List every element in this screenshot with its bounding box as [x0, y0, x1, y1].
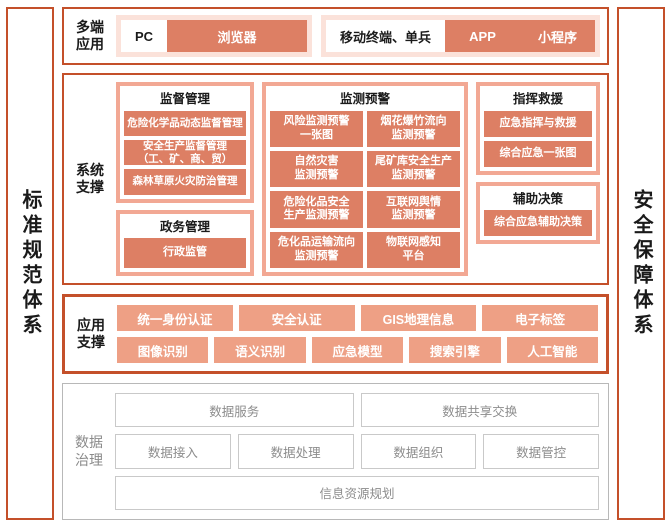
panel-supervision-management: 监督管理 危险化学品动态监督管理 安全生产监督管理（工、矿、商、贸） 森林草原火… [116, 82, 254, 203]
tile-administrative-supervision[interactable]: 行政监管 [124, 238, 246, 268]
tile-iot-sensing-platform[interactable]: 物联网感知平台 [367, 231, 460, 268]
terminal-pc-label: PC [135, 28, 154, 44]
app-support-row-1: 统一身份认证 安全认证 GIS地理信息 电子标签 [117, 305, 598, 331]
panel-auxiliary-decision: 辅助决策 综合应急辅助决策 [476, 181, 600, 244]
data-row-3: 信息资源规划 [115, 475, 599, 510]
panel-title-command-rescue: 指挥救援 [512, 92, 563, 106]
layer-label-application-support: 应用支撑 [77, 316, 105, 351]
tile-risk-monitoring-map[interactable]: 风险监测预警一张图 [270, 110, 363, 147]
tile-comprehensive-emergency-decision[interactable]: 综合应急辅助决策 [484, 210, 592, 236]
tile-forest-grassland-fire[interactable]: 森林草原火灾防治管理 [124, 169, 246, 195]
multi-terminal-body: PC 浏览器 移动终端、单兵 APP 小程序 [116, 9, 607, 63]
app-chip-gis[interactable]: GIS地理信息 [360, 305, 477, 331]
column-supervision: 监督管理 危险化学品动态监督管理 安全生产监督管理（工、矿、商、贸） 森林草原火… [116, 82, 254, 276]
tile-hazchem-dynamic-supervision[interactable]: 危险化学品动态监督管理 [124, 110, 246, 136]
data-row-1: 数据服务 数据共享交换 [115, 393, 599, 428]
data-box-data-sharing-exchange[interactable]: 数据共享交换 [360, 393, 599, 428]
app-chip-security-auth[interactable]: 安全认证 [238, 305, 355, 331]
application-support-body: 统一身份认证 安全认证 GIS地理信息 电子标签 图像识别 语义识别 应急模型 … [117, 297, 606, 371]
app-support-row-2: 图像识别 语义识别 应急模型 搜索引擎 人工智能 [117, 337, 599, 363]
tile-tailings-pond-monitoring[interactable]: 尾矿库安全生产监测预警 [367, 150, 460, 188]
terminal-chip-miniprogram[interactable]: 小程序 [520, 20, 596, 52]
panel-title-supervision: 监督管理 [159, 92, 210, 106]
app-chip-artificial-intelligence[interactable]: 人工智能 [506, 337, 599, 363]
center-stack: 多端应用 PC 浏览器 移动终端、单兵 APP 小程序 [62, 7, 609, 520]
tile-fireworks-flow-monitoring[interactable]: 烟花爆竹流向监测预警 [367, 110, 460, 147]
data-box-data-management[interactable]: 数据管控 [483, 434, 599, 469]
right-pillar-label: 安全保障体系 [630, 188, 652, 339]
panel-government-affairs: 政务管理 行政监管 [116, 209, 254, 276]
data-box-information-resource-planning[interactable]: 信息资源规划 [115, 475, 599, 510]
data-governance-body: 数据服务 数据共享交换 数据接入 数据处理 数据组织 数据管控 信息资源规划 [115, 384, 608, 519]
layer-label-multi-terminal: 多端应用 [76, 18, 104, 53]
layer-multi-terminal: 多端应用 PC 浏览器 移动终端、单兵 APP 小程序 [62, 7, 609, 65]
data-box-data-processing[interactable]: 数据处理 [237, 434, 354, 469]
tile-comprehensive-emergency-map[interactable]: 综合应急一张图 [484, 140, 592, 167]
app-chip-search-engine[interactable]: 搜索引擎 [409, 337, 501, 363]
terminal-group-mobile: 移动终端、单兵 APP 小程序 [321, 15, 600, 57]
tile-natural-disaster-monitoring[interactable]: 自然灾害监测预警 [270, 150, 363, 188]
system-support-body: 监督管理 危险化学品动态监督管理 安全生产监督管理（工、矿、商、贸） 森林草原火… [116, 75, 607, 283]
tile-hazchem-transport-monitoring[interactable]: 危化品运输流向监测预警 [270, 231, 363, 268]
app-chip-image-recognition[interactable]: 图像识别 [117, 337, 209, 363]
panel-title-auxiliary-decision: 辅助决策 [512, 191, 563, 206]
data-box-data-access[interactable]: 数据接入 [115, 434, 231, 469]
app-chip-emergency-model[interactable]: 应急模型 [311, 337, 404, 363]
layer-label-system-support: 系统支撑 [76, 161, 104, 196]
terminal-group-pc: PC 浏览器 [116, 15, 312, 57]
tile-internet-opinion-monitoring[interactable]: 互联网舆情监测预警 [367, 191, 460, 228]
data-box-data-organization[interactable]: 数据组织 [360, 434, 477, 469]
panel-title-government-affairs: 政务管理 [159, 219, 210, 234]
terminal-chip-browser[interactable]: 浏览器 [167, 20, 307, 52]
app-chip-electronic-tag[interactable]: 电子标签 [482, 305, 598, 331]
data-box-data-service[interactable]: 数据服务 [115, 393, 354, 428]
panel-monitoring-warning: 监测预警 风险监测预警一张图 烟花爆竹流向监测预警 自然灾害监测预警 尾矿库安全… [262, 82, 468, 276]
tile-safety-production-supervision[interactable]: 安全生产监督管理（工、矿、商、贸） [124, 140, 246, 166]
app-chip-unified-identity[interactable]: 统一身份认证 [117, 305, 233, 331]
column-monitoring: 监测预警 风险监测预警一张图 烟花爆竹流向监测预警 自然灾害监测预警 尾矿库安全… [262, 82, 468, 276]
column-command-decision: 指挥救援 应急指挥与救援 综合应急一张图 辅助决策 综合应急辅助决策 [476, 82, 600, 276]
layer-label-data-governance: 数据治理 [75, 434, 103, 468]
layer-data-governance: 数据治理 数据服务 数据共享交换 数据接入 数据处理 数据组织 数据管控 信息资… [62, 383, 609, 520]
layer-application-support: 应用支撑 统一身份认证 安全认证 GIS地理信息 电子标签 图像识别 语义识别 … [62, 294, 609, 374]
left-pillar-label: 标准规范体系 [19, 188, 41, 339]
data-row-2: 数据接入 数据处理 数据组织 数据管控 [115, 434, 599, 469]
terminal-chip-app[interactable]: APP [445, 20, 521, 52]
layer-system-support: 系统支撑 监督管理 危险化学品动态监督管理 安全生产监督管理（工、矿、商、贸） … [62, 73, 609, 285]
tile-hazchem-production-monitoring[interactable]: 危险化品安全生产监测预警 [270, 191, 363, 228]
terminal-mobile-label: 移动终端、单兵 [340, 29, 432, 45]
right-pillar-security-system: 安全保障体系 [617, 7, 665, 520]
panel-command-rescue: 指挥救援 应急指挥与救援 综合应急一张图 [476, 82, 600, 175]
app-chip-semantic-recognition[interactable]: 语义识别 [214, 337, 306, 363]
left-pillar-standard-system: 标准规范体系 [6, 7, 54, 520]
tile-emergency-command-rescue[interactable]: 应急指挥与救援 [484, 110, 592, 137]
panel-title-monitoring: 监测预警 [339, 92, 390, 106]
